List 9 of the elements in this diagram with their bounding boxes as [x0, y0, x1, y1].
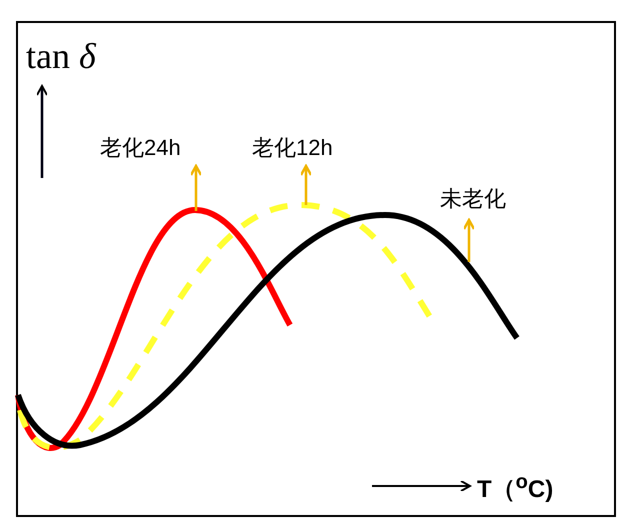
- axis-label: tan δ: [26, 38, 96, 74]
- curve-label: 老化12h: [252, 137, 333, 159]
- curve-label: 老化24h: [100, 137, 181, 159]
- arrow: [190, 164, 202, 211]
- arrow: [300, 164, 312, 205]
- plot-curve: [15, 212, 520, 449]
- axis-label: T（$^{o}$C): [477, 472, 554, 502]
- arrow: [462, 218, 476, 262]
- curve-label: 未老化: [440, 188, 506, 210]
